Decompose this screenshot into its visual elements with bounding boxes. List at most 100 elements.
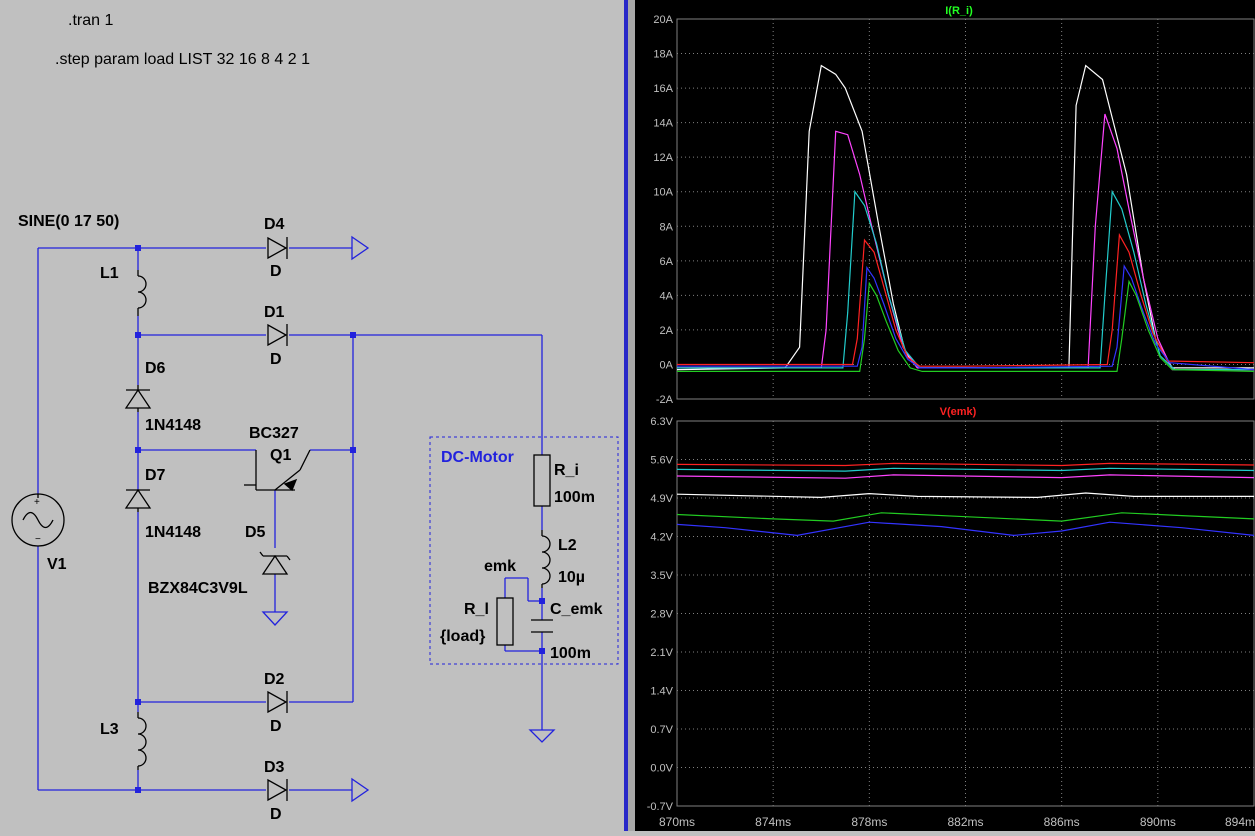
x-tick-label: 870ms xyxy=(659,815,695,829)
step-directive[interactable]: .step param load LIST 32 16 8 4 2 1 xyxy=(55,51,310,68)
d5-zener[interactable] xyxy=(259,551,291,575)
emk-net-label: emk xyxy=(484,558,516,575)
q1-label: Q1 xyxy=(270,447,291,464)
r-l-resistor[interactable] xyxy=(496,597,514,646)
d3-label: D3 xyxy=(264,759,285,776)
y-tick-label: 18A xyxy=(653,49,673,61)
y-tick-label: 16A xyxy=(653,83,673,95)
trace-series-4 xyxy=(676,492,1254,499)
d3-model: D xyxy=(270,806,282,823)
trace-series-1 xyxy=(676,462,1255,467)
d2-label: D2 xyxy=(264,671,285,688)
r-i-resistor[interactable] xyxy=(533,454,551,507)
y-tick-label: 14A xyxy=(653,118,673,130)
d1-model: D xyxy=(270,351,282,368)
l1-label: L1 xyxy=(100,265,119,282)
l3-label: L3 xyxy=(100,721,119,738)
c-emk-value: 100m xyxy=(550,645,591,662)
d6-label: D6 xyxy=(145,360,166,377)
d3-diode[interactable] xyxy=(267,778,288,802)
y-tick-label: 4A xyxy=(660,290,674,302)
x-tick-label: 890ms xyxy=(1140,815,1176,829)
sine-value[interactable]: SINE(0 17 50) xyxy=(18,213,119,230)
y-tick-label: 6A xyxy=(660,256,674,268)
d1-diode[interactable] xyxy=(267,323,288,347)
l2-inductor[interactable] xyxy=(541,530,551,588)
l3-inductor[interactable] xyxy=(137,712,147,770)
trace-series-2 xyxy=(676,467,1255,472)
d5-label: D5 xyxy=(245,524,266,541)
trace-series-3 xyxy=(676,474,1255,479)
voltage-trace-title[interactable]: V(emk) xyxy=(940,406,977,418)
y-tick-label: 6.3V xyxy=(650,416,673,428)
trace-series-5 xyxy=(676,512,1255,522)
y-tick-label: 10A xyxy=(653,187,673,199)
d6-diode[interactable] xyxy=(124,385,152,412)
schematic-canvas[interactable]: .tran 1 .step param load LIST 32 16 8 4 … xyxy=(0,0,624,831)
x-tick-label: 878ms xyxy=(851,815,887,829)
trace-series-6 xyxy=(677,279,1255,372)
l2-value: 10µ xyxy=(558,569,585,586)
x-tick-label: 882ms xyxy=(947,815,983,829)
y-tick-label: 5.6V xyxy=(650,455,673,467)
x-tick-label: 894m xyxy=(1225,815,1255,829)
y-tick-label: 0.7V xyxy=(650,724,673,736)
dc-motor-box[interactable] xyxy=(429,436,619,665)
v1-sine-source[interactable]: + − xyxy=(11,493,65,547)
voltage-plot-pane[interactable]: 6.3V 5.6V 4.9V 4.2V 3.5V 2.8V 2.1V 1.4V 0.7V 0.0V… xyxy=(647,416,1255,829)
y-tick-label: 8A xyxy=(660,221,674,233)
ground-flags xyxy=(261,235,556,803)
current-trace-title[interactable]: I(R_i) xyxy=(945,5,973,17)
d2-diode[interactable] xyxy=(267,690,288,714)
y-tick-label: 0.0V xyxy=(650,763,673,775)
r-i-label: R_i xyxy=(554,462,579,479)
pane-divider[interactable] xyxy=(624,0,628,831)
y-tick-label: 3.5V xyxy=(650,570,673,582)
y-tick-label: 2A xyxy=(660,325,674,337)
d5-model: BZX84C3V9L xyxy=(148,580,248,597)
c-emk-capacitor[interactable] xyxy=(531,619,553,633)
trace-series-4 xyxy=(677,232,1255,367)
y-tick-label: -0.7V xyxy=(647,801,674,813)
y-tick-label: 4.9V xyxy=(650,493,673,505)
d7-diode[interactable] xyxy=(124,488,152,512)
d7-model: 1N4148 xyxy=(145,524,201,541)
y-tick-label: 2.1V xyxy=(650,647,673,659)
r-l-label: R_l xyxy=(464,601,489,618)
v1-label: V1 xyxy=(47,556,67,573)
y-tick-label: -2A xyxy=(656,394,674,406)
q1-model: BC327 xyxy=(249,425,299,442)
dc-motor-title: DC-Motor xyxy=(441,449,514,466)
pane-splitter[interactable] xyxy=(628,0,635,831)
svg-text:−: − xyxy=(35,534,41,545)
d1-label: D1 xyxy=(264,304,285,321)
wires xyxy=(37,247,543,791)
l2-label: L2 xyxy=(558,537,577,554)
trace-series-6 xyxy=(676,521,1255,537)
svg-text:+: + xyxy=(34,497,40,508)
y-tick-label: 2.8V xyxy=(650,609,673,621)
y-tick-label: 12A xyxy=(653,152,673,164)
d4-model: D xyxy=(270,263,282,280)
junctions xyxy=(135,245,545,793)
d6-model: 1N4148 xyxy=(145,417,201,434)
d4-diode[interactable] xyxy=(267,236,288,260)
trace-series-3 xyxy=(677,189,1254,371)
d2-model: D xyxy=(270,718,282,735)
tran-directive[interactable]: .tran 1 xyxy=(68,12,113,29)
r-l-value: {load} xyxy=(440,628,485,645)
q1-transistor[interactable] xyxy=(244,449,311,492)
y-tick-label: 4.2V xyxy=(650,532,673,544)
l1-inductor[interactable] xyxy=(137,270,147,316)
d4-label: D4 xyxy=(264,216,285,233)
x-tick-label: 886ms xyxy=(1044,815,1080,829)
x-tick-label: 874ms xyxy=(755,815,791,829)
schematic-editor[interactable]: .tran 1 .step param load LIST 32 16 8 4 … xyxy=(0,0,624,831)
y-tick-label: 1.4V xyxy=(650,686,673,698)
y-tick-label: 0A xyxy=(660,359,674,371)
d7-label: D7 xyxy=(145,467,166,484)
c-emk-label: C_emk xyxy=(550,601,603,618)
